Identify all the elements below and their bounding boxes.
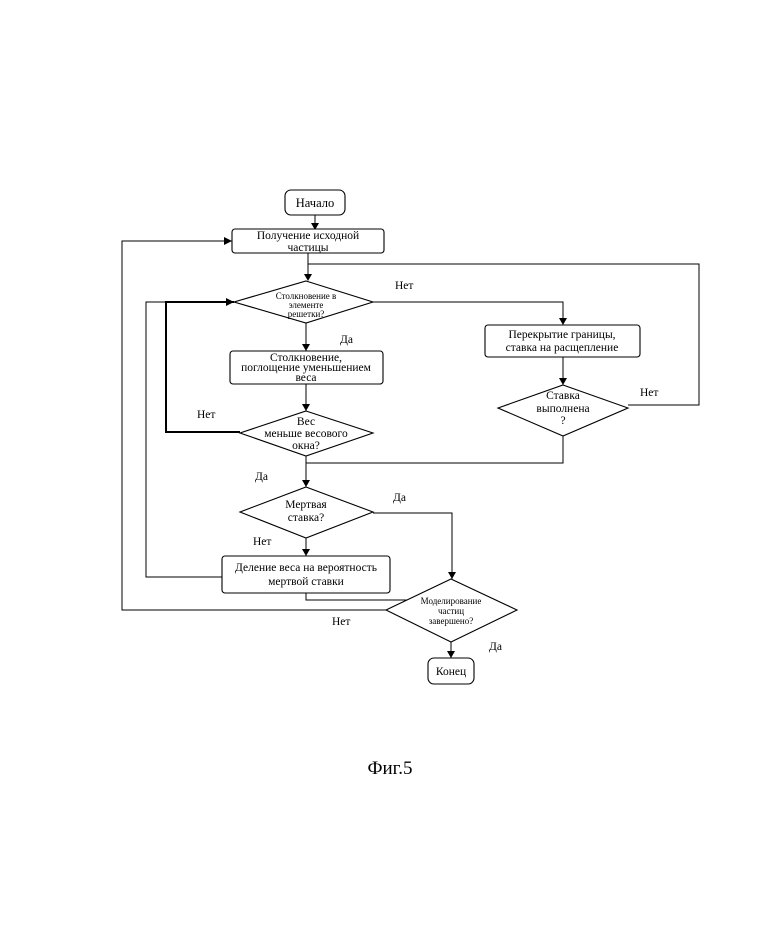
- node-start-text: Начало: [296, 196, 335, 210]
- node-collision: Столкновение, поглощение уменьшением вес…: [230, 351, 383, 384]
- label-dead-yes: Да: [393, 492, 406, 504]
- label-weight-yes: Да: [255, 471, 268, 483]
- node-dead-bet: Мертвая ставка?: [240, 487, 373, 538]
- node-bet-done-line-1: Ставка: [546, 390, 580, 402]
- node-boundary-line-1: Перекрытие границы,: [508, 329, 615, 341]
- label-collision-no: Нет: [395, 280, 413, 292]
- node-start: Начало: [285, 190, 345, 215]
- node-sim-done-line-1: Моделирование: [421, 596, 482, 606]
- node-source-line-1: Получение исходной: [257, 230, 359, 242]
- node-divide-line-1: Деление веса на вероятность: [235, 562, 377, 574]
- node-bet-done-line-2: выполнена: [536, 403, 589, 415]
- node-sim-done-line-2: частиц: [438, 606, 464, 616]
- node-end-text: Конец: [436, 666, 466, 678]
- node-dead-bet-line-1: Мертвая: [285, 499, 327, 511]
- node-source-line-2: частицы: [287, 242, 328, 254]
- label-collision-yes: Да: [340, 334, 353, 346]
- node-sim-done: Моделирование частиц завершено?: [386, 579, 517, 642]
- node-sim-done-line-3: завершено?: [429, 616, 473, 626]
- node-weight-check-line-3: окна?: [292, 440, 320, 452]
- label-weight-no: Нет: [197, 409, 215, 421]
- label-sim-no: Нет: [332, 616, 350, 628]
- label-dead-no: Нет: [253, 536, 271, 548]
- node-weight-check-line-2: меньше весового: [264, 428, 348, 440]
- node-boundary-line-2: ставка на расщепление: [506, 342, 619, 354]
- node-collision-line-3: веса: [295, 372, 316, 384]
- node-weight-check-line-1: Вес: [297, 416, 315, 428]
- figure-caption: Фиг.5: [0, 758, 780, 780]
- node-dead-bet-line-2: ставка?: [288, 512, 324, 524]
- node-end: Конец: [428, 658, 474, 684]
- node-weight-check: Вес меньше весового окна?: [240, 411, 373, 456]
- label-sim-yes: Да: [489, 641, 502, 653]
- label-bet-no: Нет: [640, 387, 658, 399]
- node-collision-check-line-3: решетки?: [288, 309, 325, 319]
- node-boundary: Перекрытие границы, ставка на расщеплени…: [485, 325, 640, 357]
- node-divide-line-2: мертвой ставки: [268, 576, 344, 588]
- node-source: Получение исходной частицы: [232, 229, 384, 254]
- node-collision-check: Столкновение в элементе решетки?: [234, 281, 373, 323]
- node-bet-done-line-3: ?: [560, 415, 565, 427]
- node-bet-done: Ставка выполнена ?: [498, 385, 628, 436]
- node-divide: Деление веса на вероятность мертвой став…: [222, 556, 390, 593]
